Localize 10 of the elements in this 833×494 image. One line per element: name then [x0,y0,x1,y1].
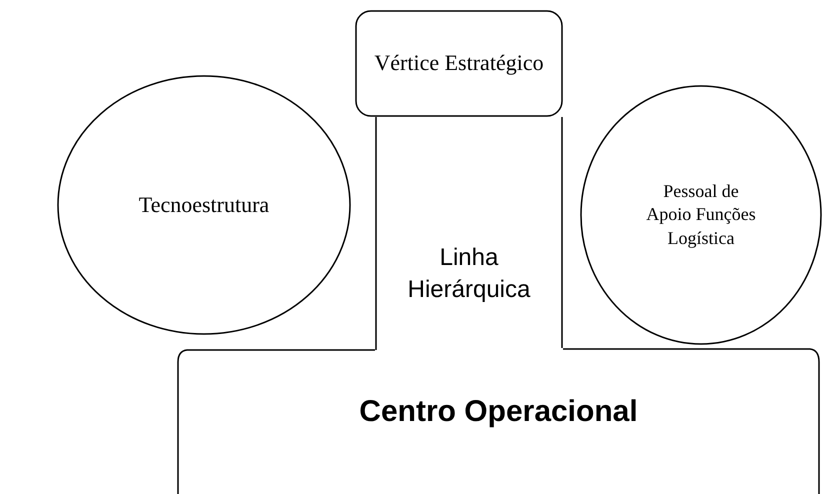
circle [580,85,822,345]
node-label: Pessoal de Apoio Funções Logística [645,180,757,250]
node-label: Vértice Estratégico [374,49,544,78]
node-label: Centro Operacional [359,394,638,430]
node-label: Tecnoestrutura [138,190,270,219]
node-label: Linha Hierárquica [406,243,532,304]
rounded-box [355,10,563,117]
open-box [177,348,820,494]
ellipse [57,75,351,335]
vertical-band [375,117,563,350]
